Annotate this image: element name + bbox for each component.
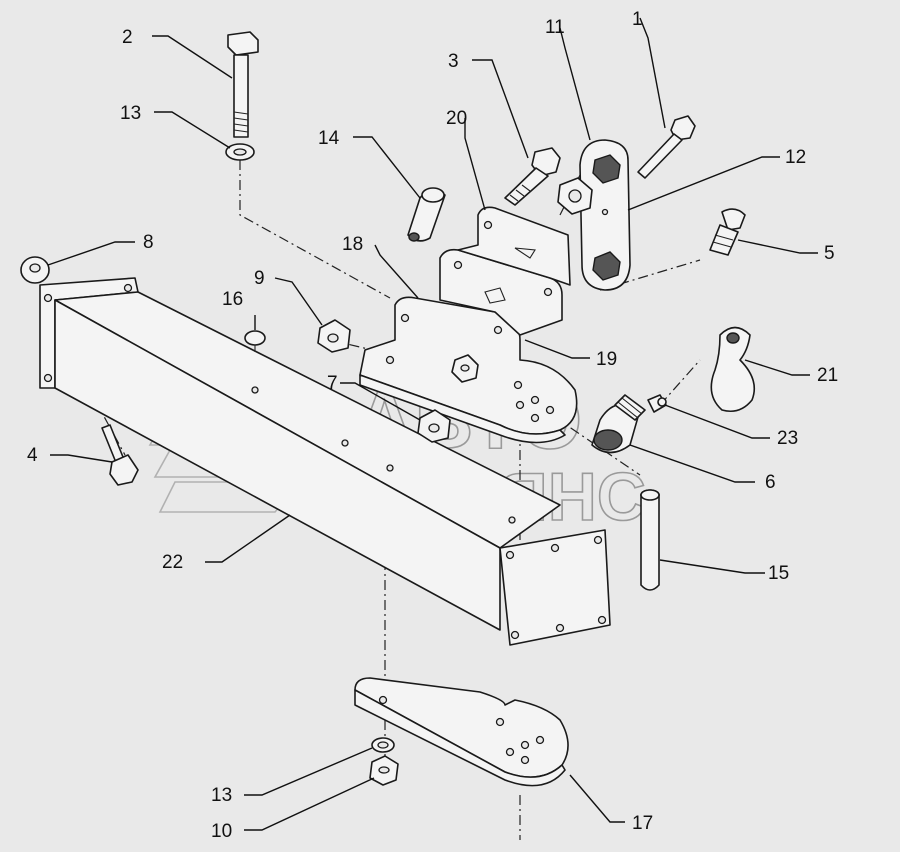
bolt-3: [504, 147, 561, 206]
callout-11: 11: [545, 17, 565, 38]
washer-13-top: [225, 143, 255, 161]
link-12: [579, 139, 631, 291]
bolt-4: [101, 424, 139, 486]
bolt-2: [227, 31, 259, 138]
axis-bolt-5: [599, 259, 701, 291]
callout-12: 12: [785, 147, 806, 168]
callout-1: 1: [632, 9, 643, 30]
axis-bolt-2: [239, 160, 391, 299]
bolt-5: [709, 208, 746, 256]
callout-6: 6: [765, 472, 776, 493]
callout-3: 3: [448, 51, 459, 72]
callout-21: 21: [817, 365, 838, 386]
beam-22: [39, 277, 611, 646]
pin-14: [407, 187, 446, 242]
callout-5: 5: [824, 243, 835, 264]
callout-9: 9: [254, 268, 265, 289]
callout-7: 7: [327, 373, 338, 394]
ring-21: [710, 326, 756, 413]
nut-10: [369, 755, 399, 786]
pin-16: [244, 330, 266, 352]
callout-labels: 2 13 14 3 20 11 1 12 8 18 5 9 16 19 21 7…: [27, 9, 838, 842]
callout-4: 4: [27, 445, 38, 466]
bolt-1: [637, 115, 696, 179]
pin-15: [640, 489, 660, 591]
callout-15: 15: [768, 563, 789, 584]
grease-fitting-23: [647, 394, 667, 413]
callout-22: 22: [162, 552, 183, 573]
callout-20: 20: [446, 108, 467, 129]
cylinder-6: [591, 394, 646, 454]
beam-end-plate: [499, 529, 611, 646]
plate-17: [354, 677, 569, 787]
callout-23: 23: [777, 428, 798, 449]
callout-18: 18: [342, 234, 363, 255]
nut-11: [557, 177, 593, 215]
nut-8: [20, 256, 50, 284]
callout-13-bottom: 13: [211, 785, 232, 806]
callout-2: 2: [122, 27, 133, 48]
nut-9: [317, 319, 351, 353]
callout-16: 16: [222, 289, 243, 310]
bracket-20: [457, 206, 571, 286]
callout-14: 14: [318, 128, 340, 149]
callout-17: 17: [632, 813, 653, 834]
callout-19: 19: [596, 349, 617, 370]
callout-13-top: 13: [120, 103, 141, 124]
callout-8: 8: [143, 232, 154, 253]
callout-10: 10: [211, 821, 232, 842]
beam-side-face: [54, 299, 501, 631]
nut-7: [417, 354, 479, 443]
washer-13-bottom: [371, 737, 395, 753]
leader-lines: [47, 17, 818, 831]
axis-ring-21: [659, 359, 701, 406]
